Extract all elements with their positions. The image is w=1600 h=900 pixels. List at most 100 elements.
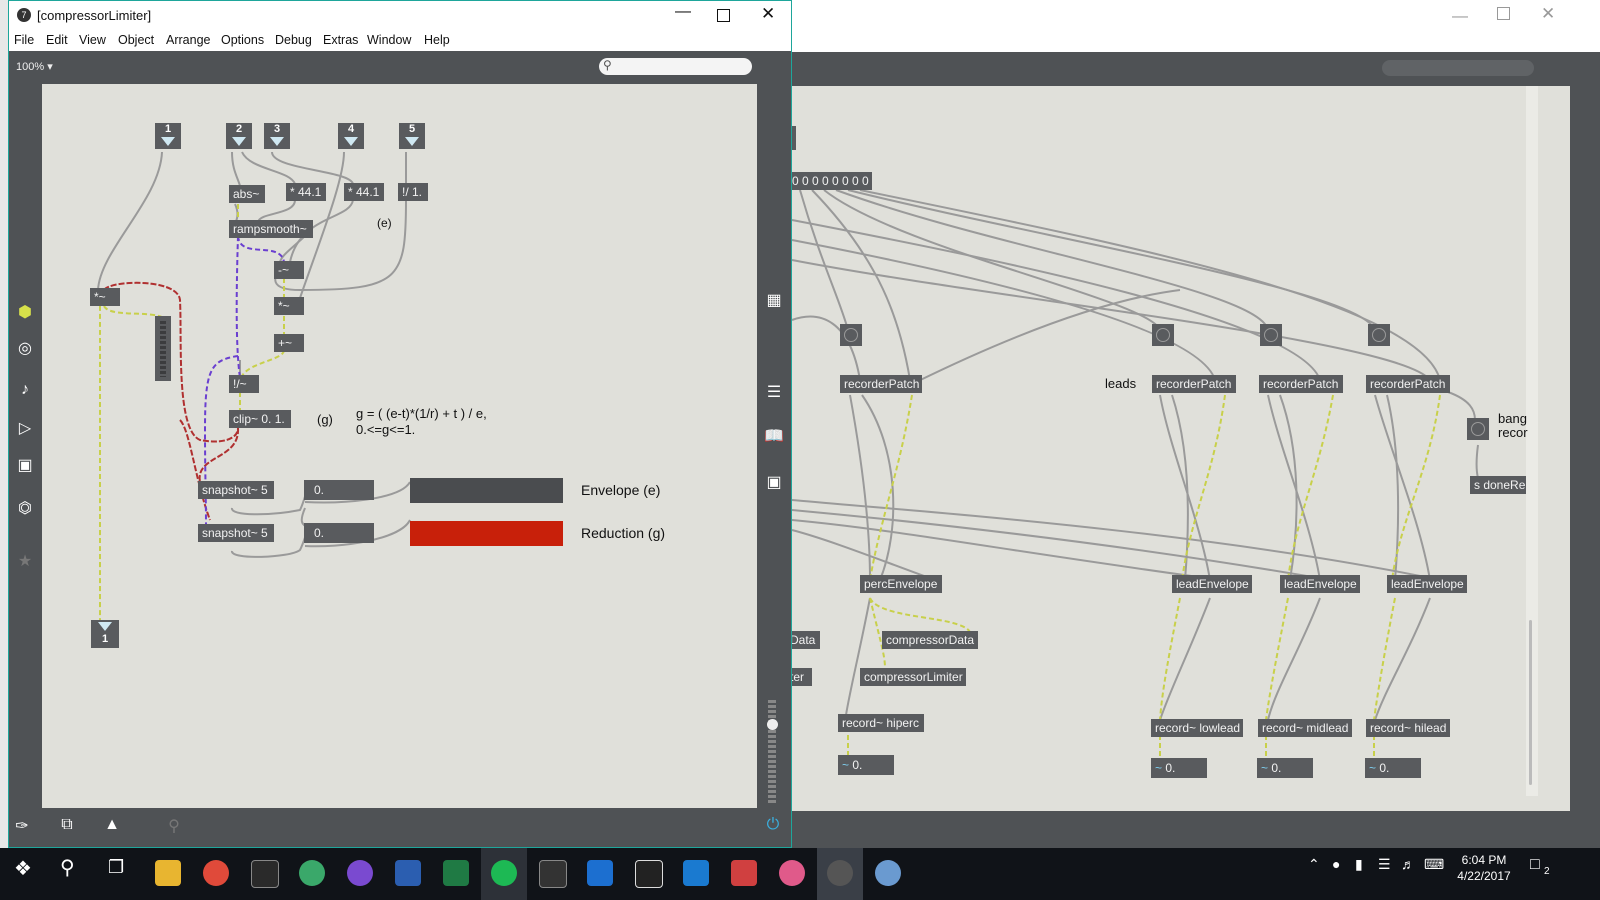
edit-pencil-icon[interactable]: ✑	[15, 818, 29, 835]
terminal-icon[interactable]	[251, 860, 279, 888]
bg-sig-number-4[interactable]: ~ 0.	[1365, 758, 1421, 778]
word-icon[interactable]	[395, 860, 421, 886]
plug-icon[interactable]: ⏣	[18, 500, 32, 517]
clock[interactable]: 6:04 PM 4/22/2017	[1452, 852, 1516, 884]
bg-recorder-patch-3[interactable]: recorderPatch	[1259, 375, 1343, 393]
tray-chevron-up-icon[interactable]: ⌃	[1308, 856, 1320, 872]
maximize-icon[interactable]	[717, 9, 730, 22]
menu-extras[interactable]: Extras	[323, 33, 359, 47]
bg-compressor-data[interactable]: compressorData	[882, 631, 978, 649]
package-icon[interactable]: ⬢	[18, 304, 32, 321]
grid-icon[interactable]: ▦	[766, 292, 782, 309]
7zip-icon[interactable]	[635, 860, 663, 888]
inlet-2[interactable]: 2	[226, 123, 252, 149]
bg-minimize-icon[interactable]: —	[1452, 8, 1468, 25]
image-icon[interactable]: ▣	[17, 457, 33, 474]
chrome-icon[interactable]	[203, 860, 229, 886]
bg-lead-envelope-2[interactable]: leadEnvelope	[1280, 575, 1360, 593]
menu-edit[interactable]: Edit	[46, 33, 68, 47]
target-icon[interactable]: ◎	[18, 340, 32, 357]
close-icon[interactable]: ✕	[761, 4, 776, 23]
audio-power-icon[interactable]: ⏻	[766, 816, 780, 833]
search-taskbar-icon[interactable]: ⚲	[60, 857, 75, 879]
bg-lead-envelope-1[interactable]: leadEnvelope	[1172, 575, 1252, 593]
menu-debug[interactable]: Debug	[275, 33, 312, 47]
max-taskbar-icon[interactable]	[827, 860, 853, 886]
bg-sig-number-1[interactable]: ~ 0.	[838, 755, 894, 775]
search-input[interactable]: ⚲	[599, 58, 752, 75]
battery-icon[interactable]: ▮	[1355, 856, 1363, 872]
bg-close-icon[interactable]: ✕	[1541, 4, 1556, 23]
git-icon[interactable]	[731, 860, 757, 886]
number-box-reduction[interactable]: 0.	[304, 523, 374, 543]
bg-record-hiperc[interactable]: record~ hiperc	[838, 714, 924, 732]
bg-search-input[interactable]	[1382, 60, 1534, 76]
rdiv-object[interactable]: !/ 1.	[398, 183, 428, 201]
menu-options[interactable]: Options	[221, 33, 265, 47]
paint-icon[interactable]	[875, 860, 901, 886]
rampsmooth-object[interactable]: rampsmooth~	[229, 220, 313, 238]
notifications-icon[interactable]: □	[1530, 856, 1540, 873]
menu-object[interactable]: Object	[118, 33, 155, 47]
book-icon[interactable]: 📖	[764, 428, 784, 445]
reduction-bar[interactable]	[410, 521, 563, 546]
excel-icon[interactable]	[443, 860, 469, 886]
snapshot-object-2[interactable]: snapshot~ 5	[198, 524, 274, 542]
inlet-1[interactable]: 1	[155, 123, 181, 149]
minimize-icon[interactable]: —	[675, 3, 691, 20]
bg-perc-envelope[interactable]: percEnvelope	[860, 575, 942, 593]
mul-44-1-object-b[interactable]: * 44.1	[344, 183, 384, 201]
bg-sig-number-3[interactable]: ~ 0.	[1257, 758, 1313, 778]
inlet-4[interactable]: 4	[338, 123, 364, 149]
bg-partial-data[interactable]: Data	[786, 631, 820, 649]
camera-icon[interactable]: ▣	[766, 474, 782, 491]
outlet-1[interactable]: 1	[91, 620, 119, 648]
windows-start-icon[interactable]: ❖	[14, 858, 32, 880]
patch-canvas[interactable]	[42, 84, 757, 808]
bg-partial-ter[interactable]: ter	[786, 668, 812, 686]
bg-bang-4[interactable]	[1368, 324, 1390, 346]
spotify-icon[interactable]	[491, 860, 517, 886]
volume-icon[interactable]: ♬	[1401, 856, 1415, 872]
wifi-icon[interactable]: ☰	[1378, 856, 1391, 872]
bg-bang-2[interactable]	[1152, 324, 1174, 346]
menu-view[interactable]: View	[79, 33, 106, 47]
clip-object[interactable]: clip~ 0. 1.	[229, 410, 291, 428]
menu-file[interactable]: File	[14, 33, 35, 47]
number-box-envelope[interactable]: 0.	[304, 480, 374, 500]
bg-sig-number-2[interactable]: ~ 0.	[1151, 758, 1207, 778]
bg-record-hilead[interactable]: record~ hilead	[1366, 719, 1450, 737]
bg-bang-1[interactable]	[840, 324, 862, 346]
music-note-icon[interactable]: ♪	[21, 381, 29, 398]
ableton-live-icon[interactable]	[539, 860, 567, 888]
app-purple-icon[interactable]	[347, 860, 373, 886]
minus-signal-object[interactable]: -~	[274, 261, 304, 279]
volume-slider-knob[interactable]	[767, 719, 778, 730]
bg-lead-envelope-3[interactable]: leadEnvelope	[1387, 575, 1467, 593]
file-explorer-icon[interactable]	[155, 860, 181, 886]
inlet-5[interactable]: 5	[399, 123, 425, 149]
zoom-select[interactable]: 100% ▾	[16, 60, 53, 73]
store-icon[interactable]	[683, 860, 709, 886]
itunes-icon[interactable]	[779, 860, 805, 886]
bg-bang-3[interactable]	[1260, 324, 1282, 346]
abs-object[interactable]: abs~	[229, 185, 265, 203]
presentation-icon[interactable]: ⧉	[61, 816, 73, 833]
times-signal-object-2[interactable]: *~	[90, 288, 120, 306]
task-view-icon[interactable]: ❐	[108, 857, 125, 877]
bg-send-done[interactable]: s doneRe	[1470, 476, 1526, 494]
inlet-3[interactable]: 3	[264, 123, 290, 149]
bg-bang-5[interactable]	[1467, 418, 1489, 440]
menu-arrange[interactable]: Arrange	[166, 33, 211, 47]
bg-recorder-patch-2[interactable]: recorderPatch	[1152, 375, 1236, 393]
bg-record-midlead[interactable]: record~ midlead	[1258, 719, 1352, 737]
menu-help[interactable]: Help	[424, 33, 450, 47]
bg-scrollbar-thumb[interactable]	[1529, 620, 1532, 785]
app-green-icon[interactable]	[299, 860, 325, 886]
powershell-icon[interactable]	[587, 860, 613, 886]
bg-record-lowlead[interactable]: record~ lowlead	[1151, 719, 1243, 737]
snapshot-object-1[interactable]: snapshot~ 5	[198, 481, 274, 499]
bg-recorder-patch-4[interactable]: recorderPatch	[1366, 375, 1450, 393]
comment-icon[interactable]: ▲	[104, 816, 120, 833]
mul-44-1-object-a[interactable]: * 44.1	[286, 183, 326, 201]
